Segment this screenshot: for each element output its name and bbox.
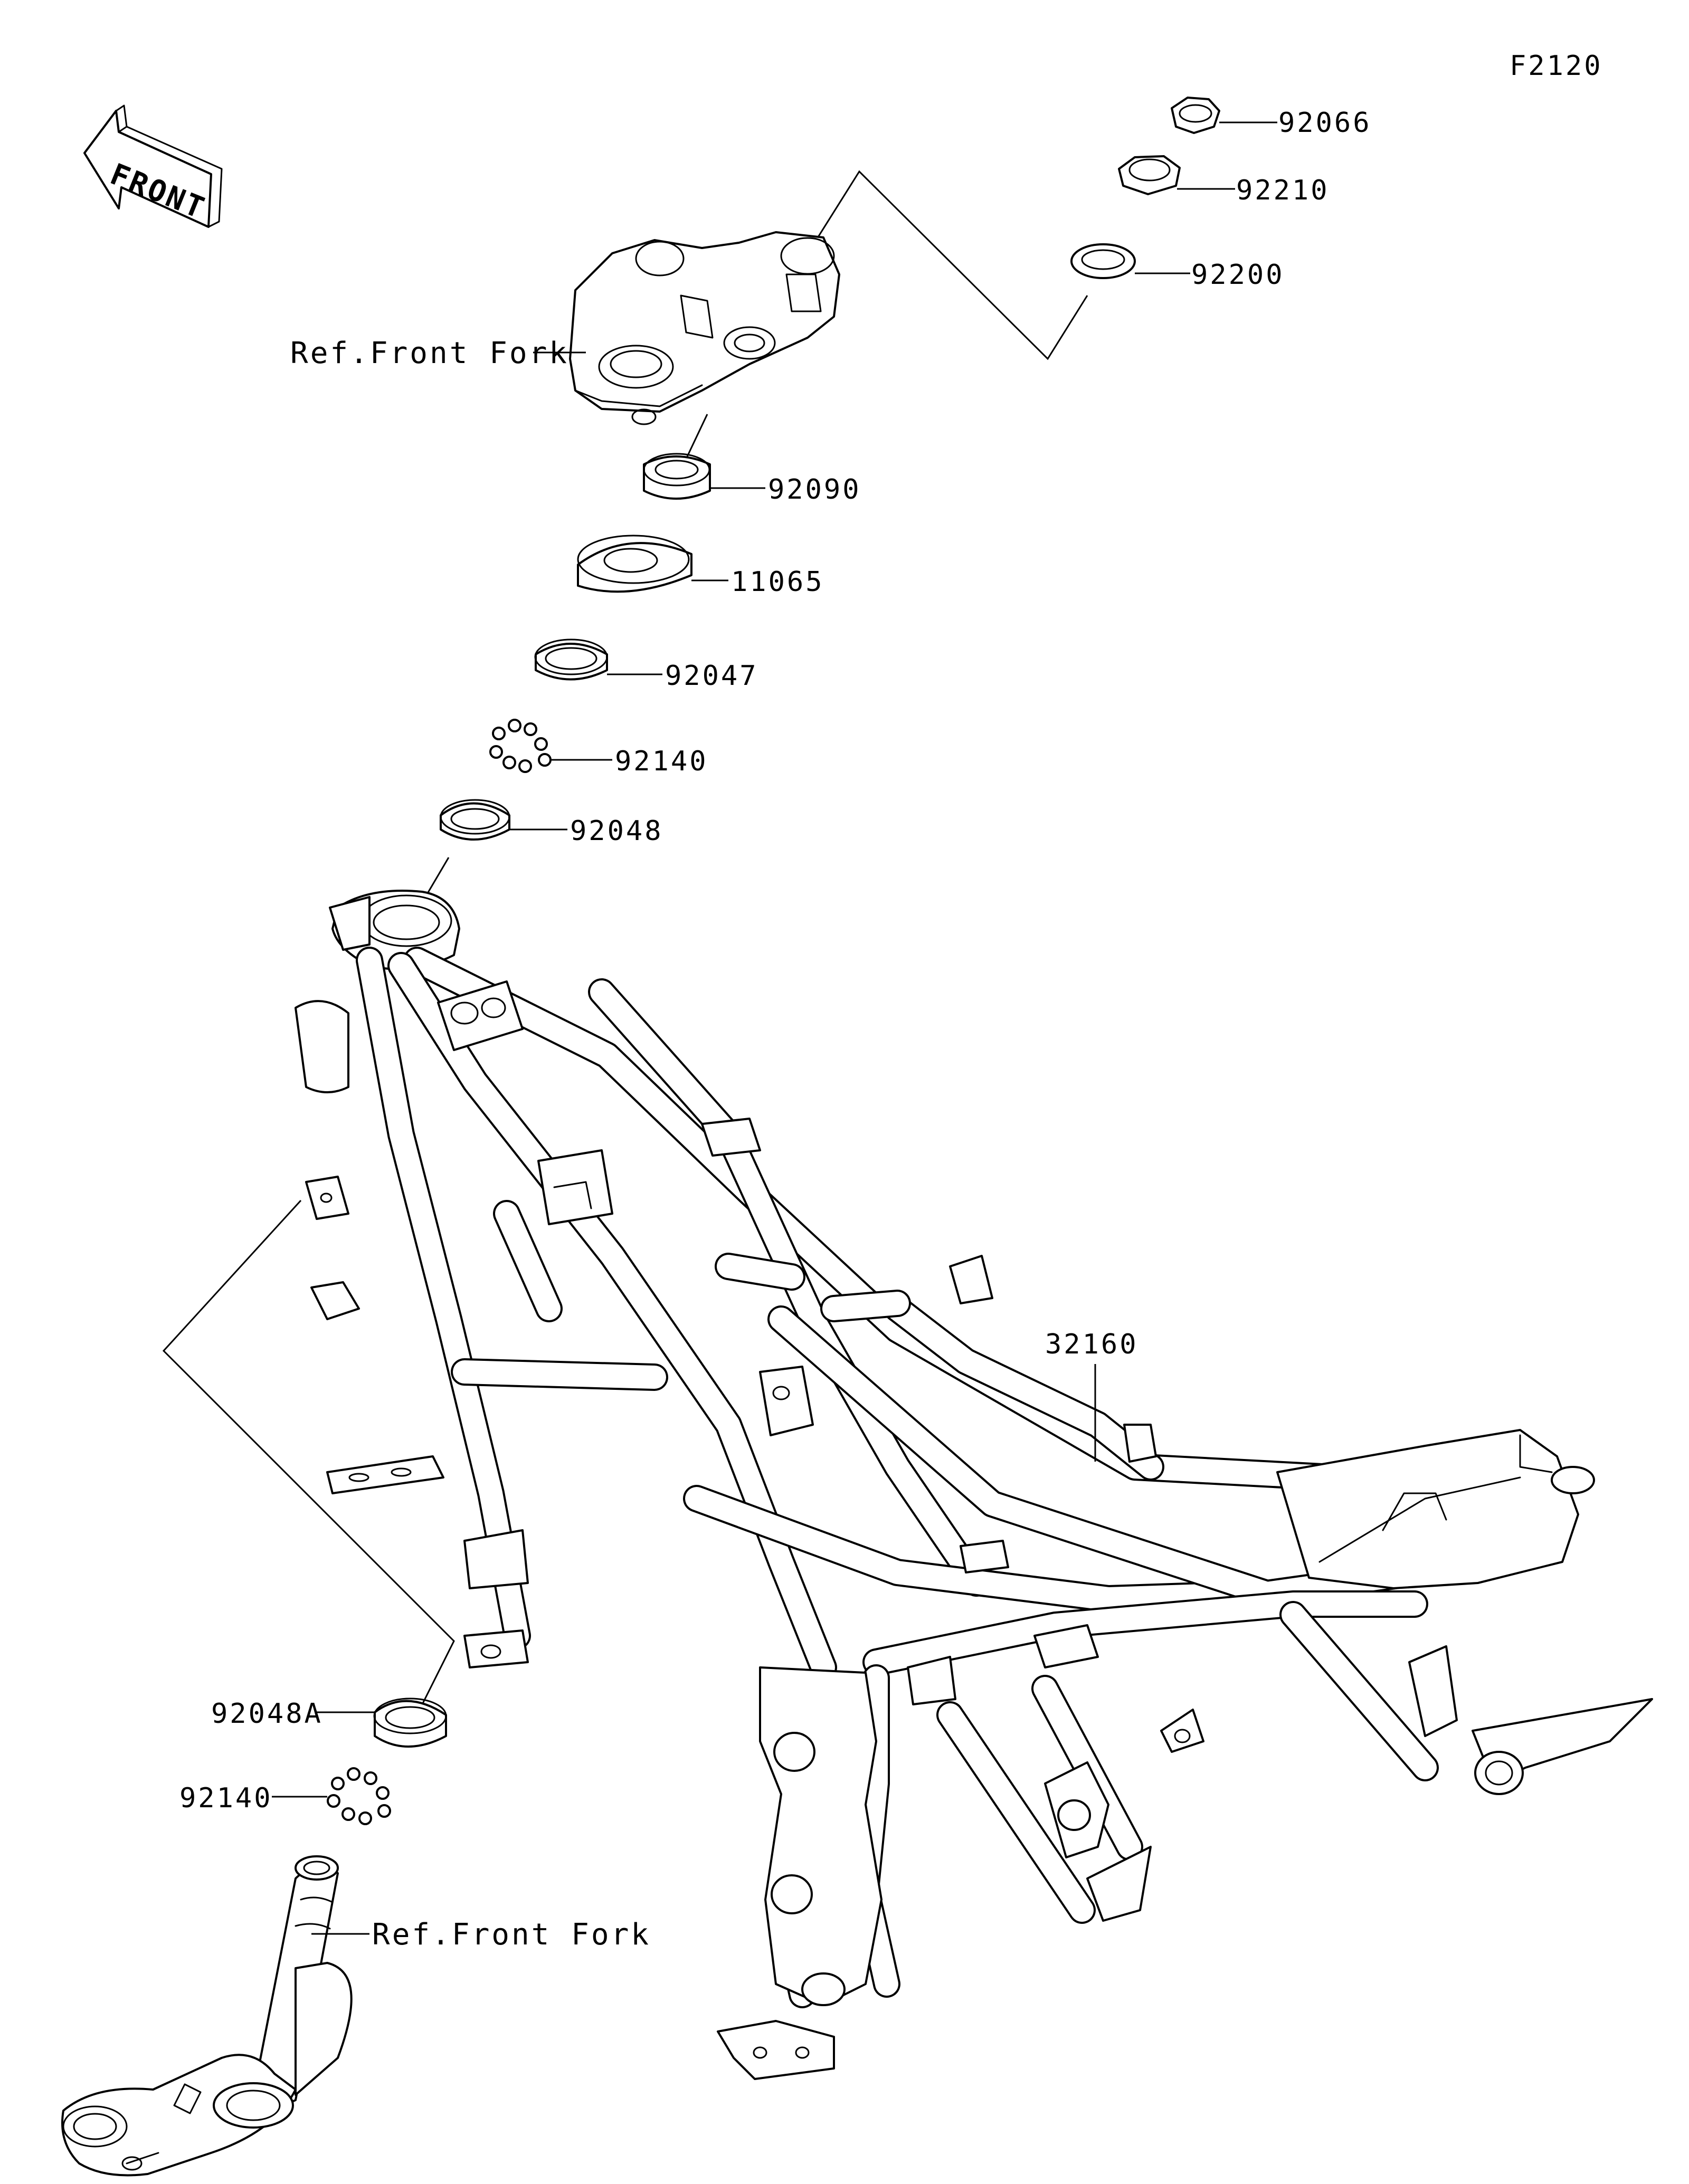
callout-11065: 11065: [731, 566, 824, 598]
callout-92090: 92090: [768, 474, 861, 506]
callout-92048: 92048: [570, 815, 663, 847]
callout-92210: 92210: [1236, 175, 1330, 206]
callout-92200: 92200: [1191, 259, 1285, 291]
part-92047-race: [534, 638, 608, 681]
callout-92047: 92047: [665, 660, 758, 692]
part-92210-nut: [1118, 155, 1181, 195]
part-92140-steel-balls-upper: [489, 719, 552, 773]
callout-92140-lower: 92140: [179, 1782, 273, 1814]
callout-92140-upper: 92140: [615, 746, 708, 777]
stem-alignment-line-92090: [682, 414, 708, 465]
callout-92048A: 92048A: [211, 1698, 323, 1730]
part-92140-steel-balls-lower: [327, 1767, 391, 1825]
callout-32160: 32160: [1045, 1329, 1138, 1360]
part-92090-locknut: [643, 453, 711, 500]
part-32160-frame: [295, 890, 1653, 2080]
front-direction-arrow-icon: FRONT: [83, 104, 223, 228]
part-92066-nut: [1171, 97, 1220, 134]
lower-triple-clamp-steering-stem: [61, 1855, 353, 2177]
diagram-code: F2120: [1510, 50, 1603, 82]
callout-ref-front-fork-lower[interactable]: Ref.Front Fork: [372, 1918, 651, 1952]
callout-92066: 92066: [1278, 107, 1372, 139]
callout-ref-front-fork-upper[interactable]: Ref.Front Fork: [290, 336, 569, 370]
upper-triple-clamp: [569, 231, 840, 425]
part-11065-cap: [577, 535, 692, 593]
part-92200-washer: [1070, 243, 1136, 279]
stem-alignment-line-lower: [162, 1199, 455, 1705]
part-92048-race: [440, 799, 510, 841]
part-92048A-race: [373, 1697, 447, 1748]
